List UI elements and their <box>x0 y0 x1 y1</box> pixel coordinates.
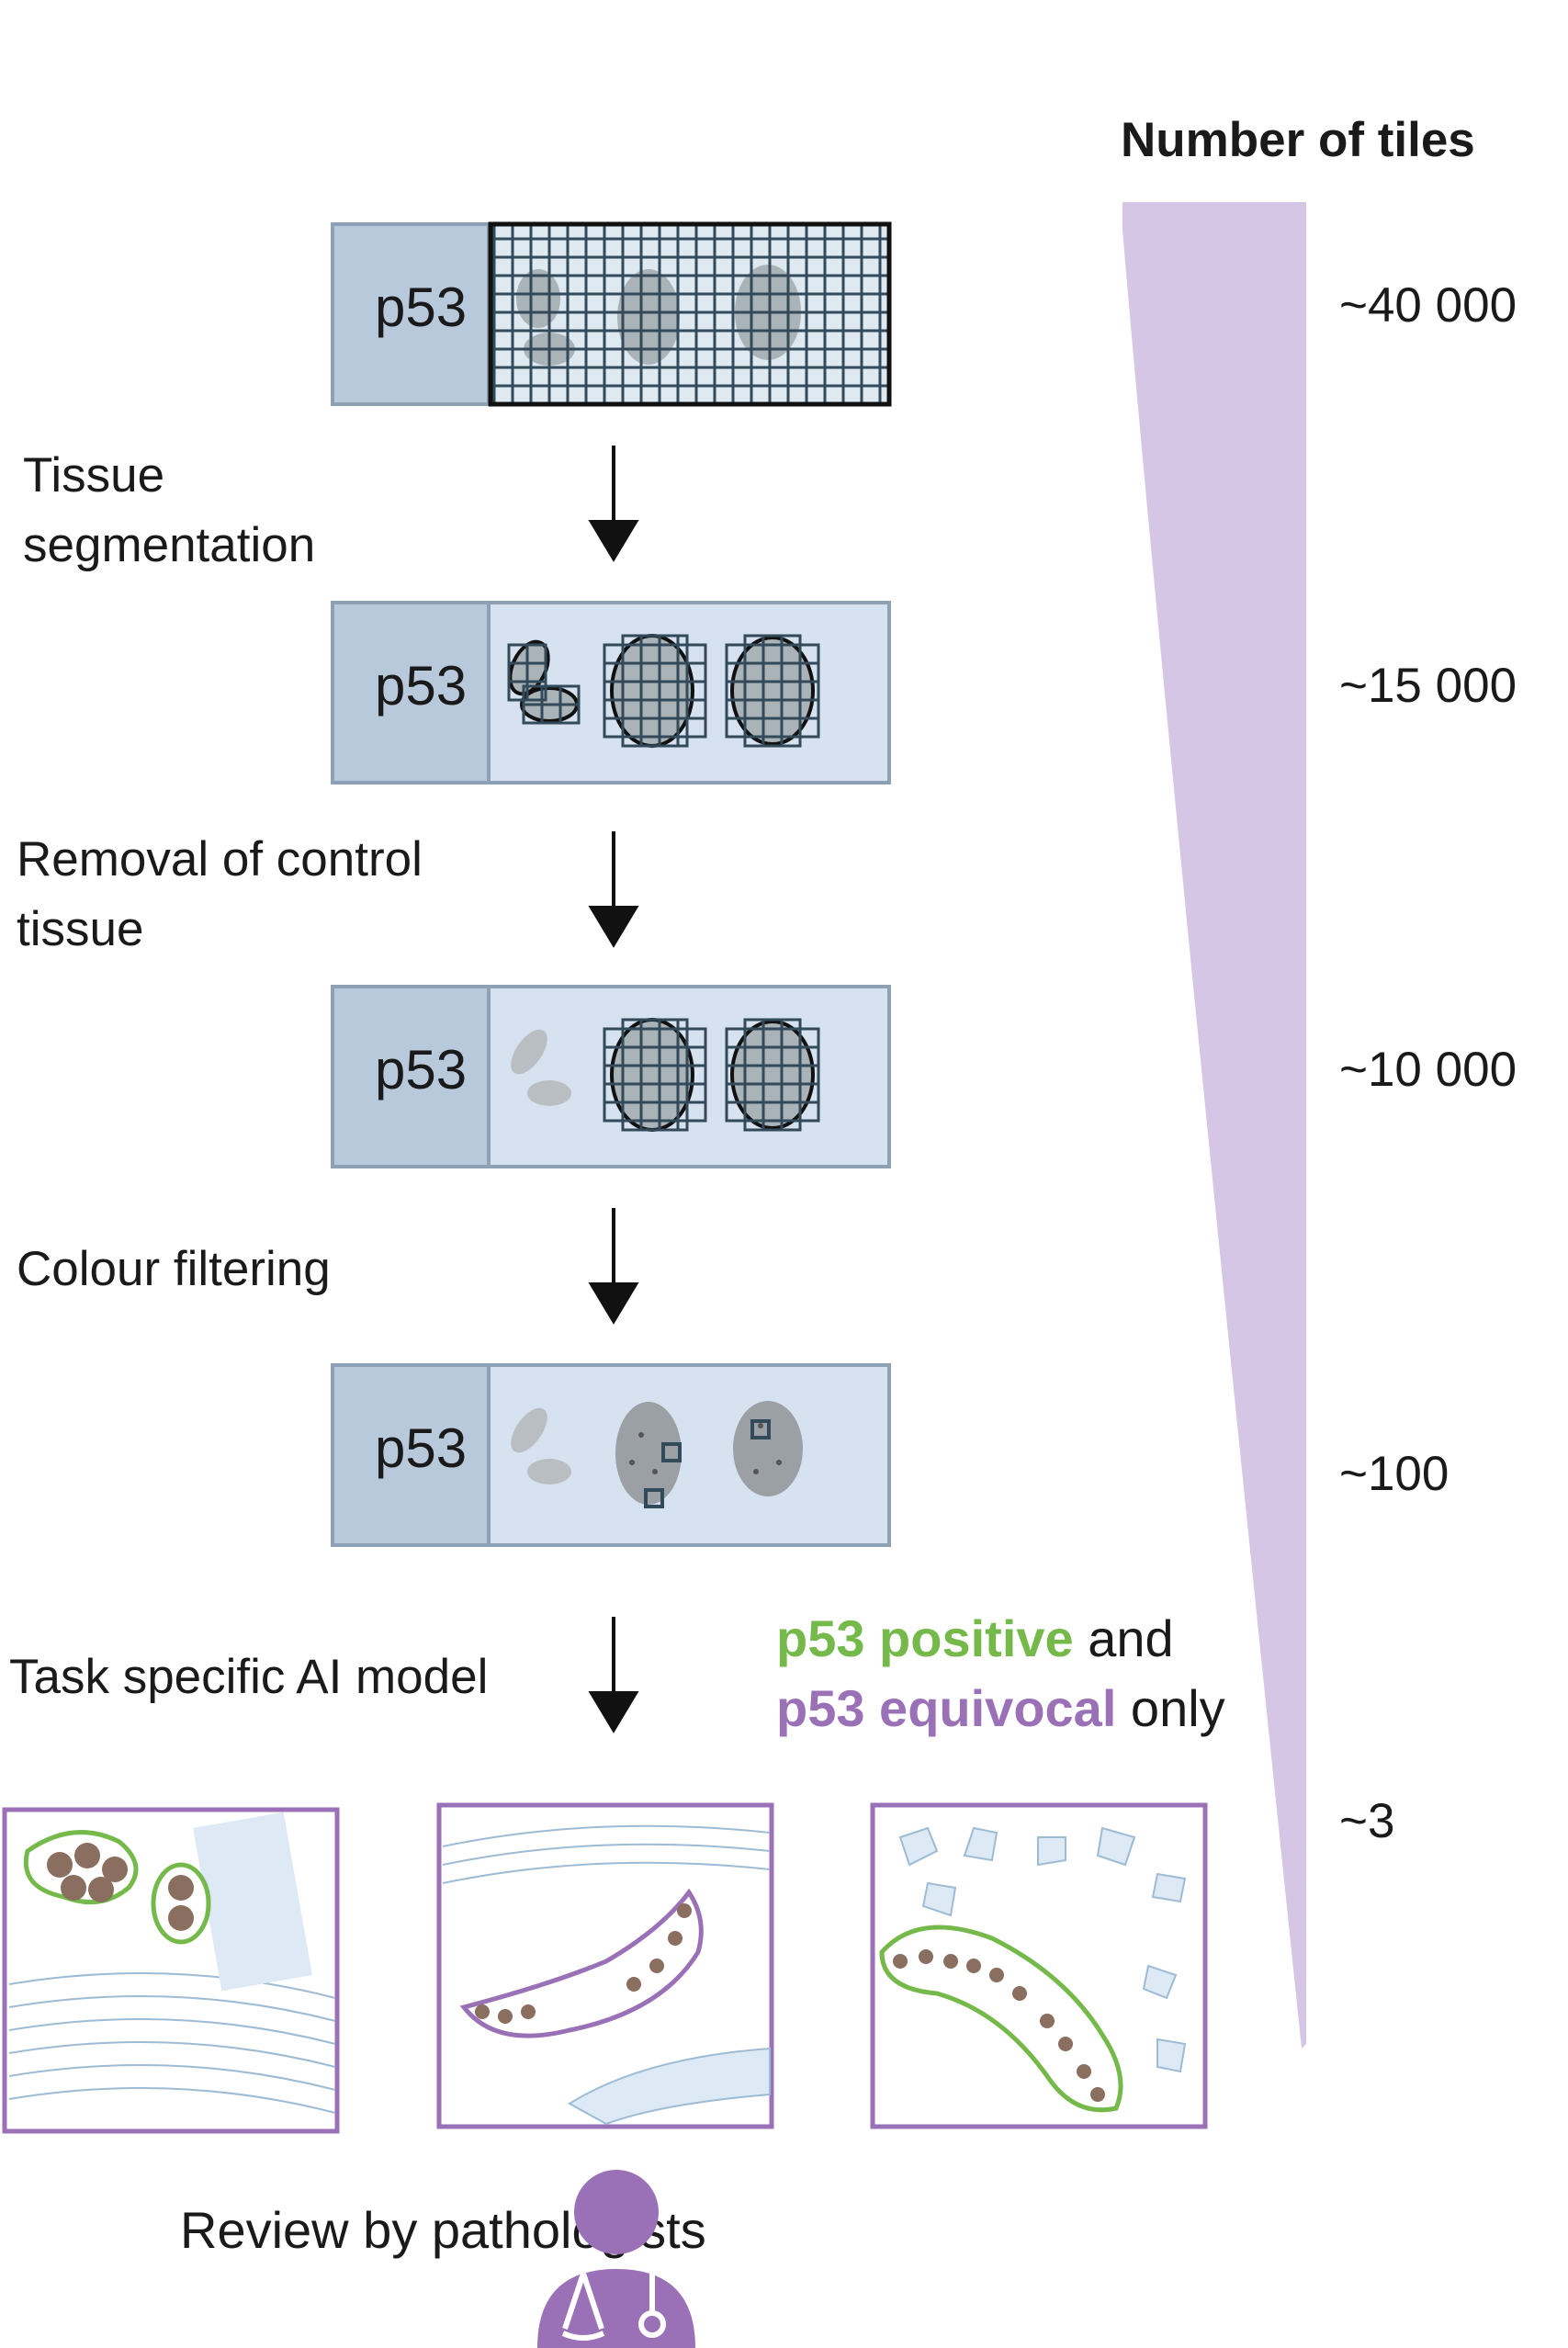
slide-label: p53 <box>375 1417 468 1479</box>
tile-count-4: ~100 <box>1339 1447 1450 1501</box>
selected-tiles <box>2 1802 1208 2134</box>
tile-panel-2 <box>436 1802 774 2129</box>
step-label-ai-model: Task specific AI model <box>9 1650 489 1704</box>
slide-label: p53 <box>375 655 468 717</box>
tile-panel-3 <box>870 1802 1208 2129</box>
tile-count-wedge <box>1122 202 1306 2049</box>
tiles-title: Number of tiles <box>1121 113 1475 167</box>
arrow-icon <box>588 1691 639 1733</box>
slide-full-grid <box>331 221 892 407</box>
step-label-colour-filtering: Colour filtering <box>17 1242 331 1296</box>
slide-label: p53 <box>375 277 468 338</box>
tile-count-3: ~10 000 <box>1339 1043 1517 1097</box>
slide-control-removed <box>331 985 891 1168</box>
arrow-icon <box>588 520 639 562</box>
legend-only: only <box>1116 1679 1225 1737</box>
tile-count-1: ~40 000 <box>1339 278 1517 333</box>
legend-equivocal: p53 equivocal <box>776 1679 1117 1737</box>
legend-and: and <box>1073 1609 1174 1667</box>
pathologist-icon <box>537 2170 695 2348</box>
slide-segmented <box>331 601 891 785</box>
arrow-icon <box>588 906 639 948</box>
tile-panel-1 <box>2 1807 340 2134</box>
step-label-removal-control-tissue: Removal of control tissue <box>17 832 423 956</box>
tile-count-2: ~15 000 <box>1339 659 1517 713</box>
result-legend: p53 positive and p53 equivocal only <box>776 1604 1225 1744</box>
arrow-icon <box>588 1282 639 1325</box>
tile-count-5: ~3 <box>1339 1794 1395 1848</box>
slide-colour-filtered <box>331 1363 891 1547</box>
slide-label: p53 <box>375 1039 468 1101</box>
step-label-tissue-segmentation: Tissue segmentation <box>23 448 316 572</box>
step-arrows <box>588 446 639 1733</box>
legend-positive: p53 positive <box>776 1609 1074 1667</box>
